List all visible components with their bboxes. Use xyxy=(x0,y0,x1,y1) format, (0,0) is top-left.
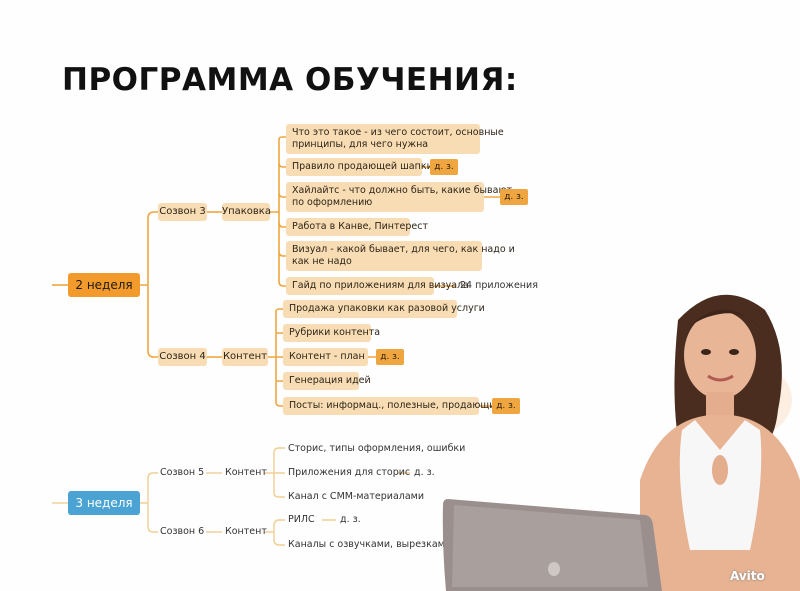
call-node: Созвон 5 xyxy=(160,467,205,478)
leaf-line: Гайд по приложениям для визуала xyxy=(292,280,469,291)
connector-content5-spine xyxy=(264,447,285,498)
leaf-node: Продажа упаковки как разовой услуги xyxy=(283,300,485,318)
call-node: Созвон 4 xyxy=(158,348,207,366)
homework-tag: д. з. xyxy=(414,467,435,478)
page-title: ПРОГРАММА ОБУЧЕНИЯ: xyxy=(62,62,518,98)
topic-node: Контент xyxy=(225,526,267,537)
leaf-line: Хайлайтс - что должно быть, какие бывают xyxy=(292,185,513,196)
leaf-node: Правило продающей шапки xyxy=(286,158,433,176)
leaf-line: Контент - план xyxy=(289,351,365,362)
leaf-node: Рубрики контента xyxy=(283,324,381,342)
leaf-line: принципы, для чего нужна xyxy=(292,139,429,150)
connector-tags-2 xyxy=(368,166,500,407)
leaf-line: Визуал - какой бывает, для чего, как над… xyxy=(292,244,515,255)
homework-tag: д. з. xyxy=(500,189,528,205)
leaf-node: Сторис, типы оформления, ошибки xyxy=(288,443,466,454)
leaf-line: Работа в Канве, Пинтерест xyxy=(292,221,429,232)
item-count-note: 24 приложения xyxy=(460,280,538,291)
leaf-node: Гайд по приложениям для визуала xyxy=(286,277,469,295)
call-node: Созвон 6 xyxy=(160,526,205,537)
leaf-line: по оформлению xyxy=(292,197,373,208)
leaf-node: Работа в Канве, Пинтерест xyxy=(286,218,429,236)
topic-node: Упаковка xyxy=(222,203,271,221)
connector-content4-spine xyxy=(268,308,283,407)
topic-node: Контент xyxy=(225,467,267,478)
leaf-line: Генерация идей xyxy=(289,375,371,386)
connector-upakovka-spine xyxy=(270,136,286,287)
connector-week3-spine xyxy=(140,472,158,533)
homework-tag: д. з. xyxy=(492,398,520,414)
leaf-node: Посты: информац., полезные, продающие xyxy=(283,397,502,415)
call-node: Созвон 3 xyxy=(158,203,207,221)
leaf-node: Канал с СММ-материалами xyxy=(288,491,425,502)
leaf-node: Генерация идей xyxy=(283,372,371,390)
leaf-node: Контент - план xyxy=(283,348,368,366)
leaf-line: Правило продающей шапки xyxy=(292,161,433,172)
leaf-line: Что это такое - из чего состоит, основны… xyxy=(292,127,504,138)
leaf-node: Приложения для сторис xyxy=(288,467,411,478)
laptop-photo xyxy=(442,499,662,591)
leaf-line: Продажа упаковки как разовой услуги xyxy=(289,303,485,314)
leaf-node: РИЛС xyxy=(288,514,315,525)
leaf-line: Посты: информац., полезные, продающие xyxy=(289,400,502,411)
leaf-node: Хайлайтс - что должно быть, какие бывают… xyxy=(286,182,513,212)
connector-tags-3 xyxy=(322,472,410,521)
homework-tag: д. з. xyxy=(430,159,458,175)
topic-node: Контент xyxy=(222,348,268,366)
leaf-node: Визуал - какой бывает, для чего, как над… xyxy=(286,241,515,271)
connector-content6-spine xyxy=(264,519,285,546)
presenter-photo xyxy=(640,294,800,591)
homework-tag: д. з. xyxy=(376,349,404,365)
homework-tag: д. з. xyxy=(340,514,361,525)
week-node-3: 3 неделя xyxy=(68,491,140,515)
connector-week2-spine xyxy=(140,211,158,358)
leaf-node: Каналы с озвучками, вырезками и идеями xyxy=(288,539,501,550)
leaf-node: Что это такое - из чего состоит, основны… xyxy=(286,124,504,154)
watermark: Avito xyxy=(730,569,765,583)
leaf-line: Рубрики контента xyxy=(289,327,381,338)
week-node-2: 2 неделя xyxy=(68,273,140,297)
leaf-line: как не надо xyxy=(292,256,352,267)
